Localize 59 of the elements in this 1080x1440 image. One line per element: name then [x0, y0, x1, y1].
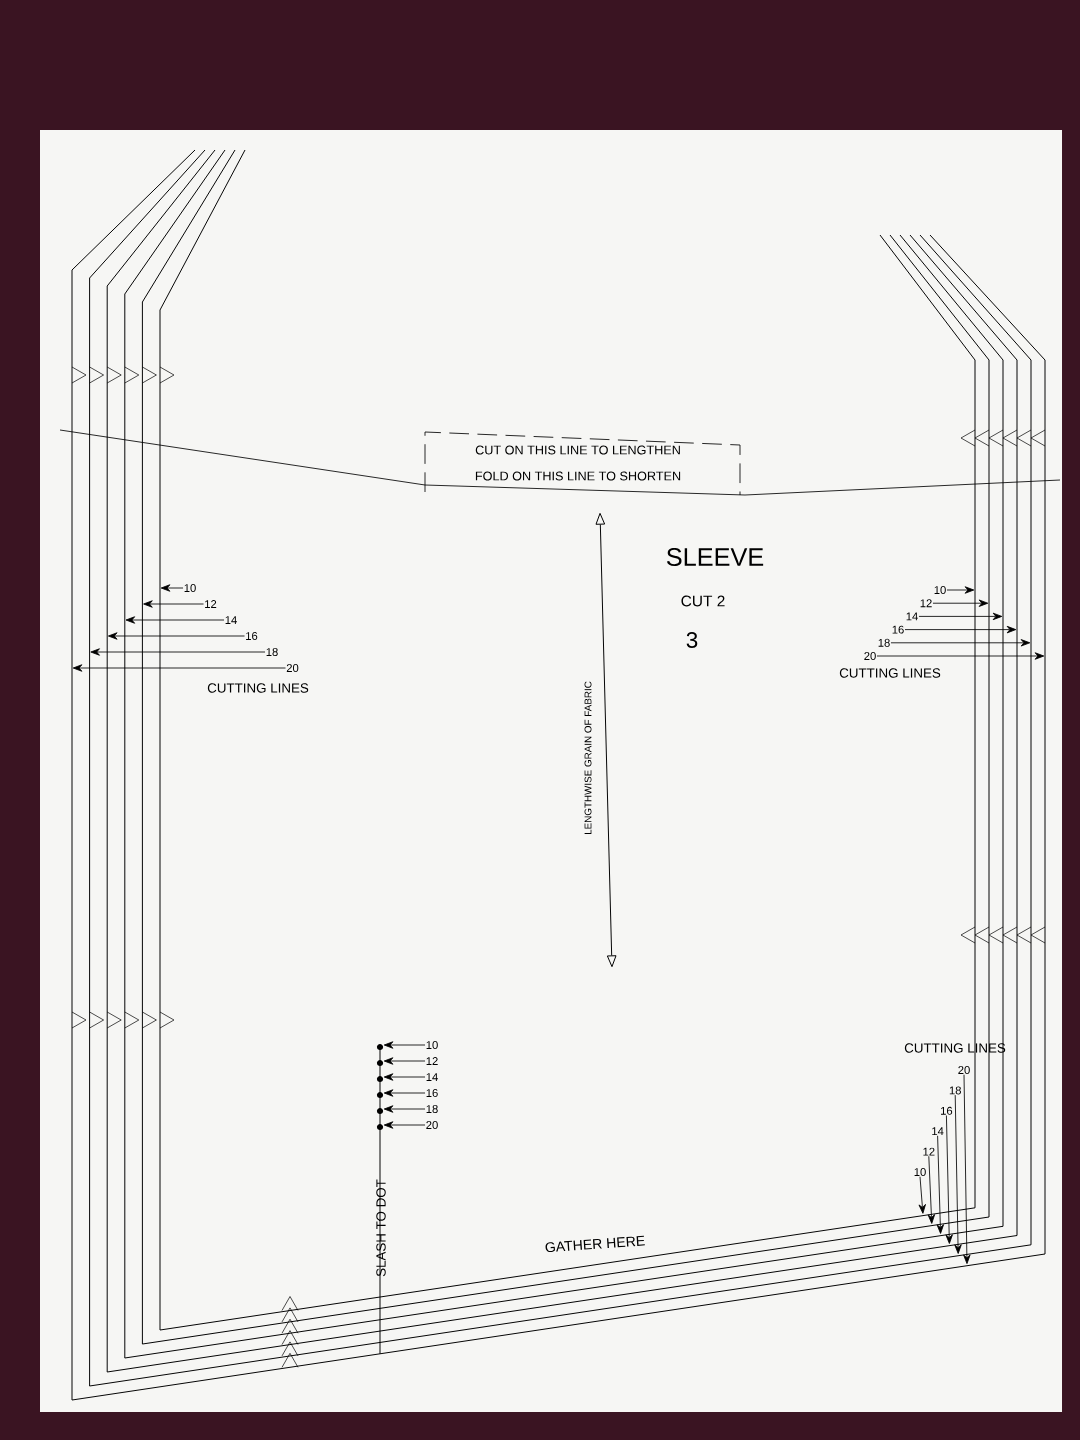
- size-number: 16: [941, 1106, 953, 1115]
- leader-arrow: [918, 612, 1003, 621]
- cutting-lines-label: CUTTING LINES: [904, 1043, 1006, 1053]
- cutting-lines-label: CUTTING LINES: [839, 668, 941, 678]
- instruction-text: CUT ON THIS LINE TO LENGTHEN: [475, 445, 680, 455]
- size-number: 10: [184, 584, 196, 592]
- leader-arrow: [90, 648, 266, 656]
- grainline-label: LENGTHWISE GRAIN OF FABRIC: [584, 681, 592, 834]
- leader-arrow: [72, 664, 286, 672]
- leader-arrow: [160, 584, 184, 592]
- cutting-lines-label: CUTTING LINES: [207, 683, 309, 693]
- size-number: 16: [892, 625, 904, 634]
- leader-arrow: [143, 600, 204, 608]
- leader-arrow: [927, 1155, 936, 1224]
- size-number: 20: [958, 1066, 970, 1074]
- leader-arrow: [963, 1074, 971, 1265]
- size-number: 10: [426, 1041, 438, 1049]
- leader-arrow: [876, 652, 1045, 660]
- leader-arrow: [932, 599, 989, 607]
- size-number: 18: [266, 648, 278, 656]
- leader-arrow: [125, 616, 225, 624]
- gather-label: GATHER HERE: [545, 1235, 645, 1253]
- size-number: 16: [246, 632, 258, 640]
- size-number: 14: [906, 612, 918, 621]
- size-number: 20: [426, 1121, 438, 1129]
- size-number: 10: [914, 1168, 926, 1176]
- leader-arrow: [936, 1135, 944, 1234]
- leader-arrow: [954, 1094, 962, 1254]
- leader-arrow: [945, 1115, 953, 1244]
- pattern-title: SLEEVE: [666, 548, 764, 566]
- size-number: 12: [205, 600, 217, 608]
- instruction-text: FOLD ON THIS LINE TO SHORTEN: [475, 471, 681, 481]
- cut-instruction: CUT 2: [681, 595, 725, 607]
- leader-arrow: [383, 1073, 426, 1081]
- leader-arrow: [383, 1105, 426, 1113]
- size-number: 12: [923, 1147, 935, 1156]
- slash-label: SLASH TO DOT: [376, 1179, 386, 1277]
- piece-number: 3: [686, 632, 698, 648]
- leader-arrow: [383, 1121, 426, 1129]
- size-number: 14: [225, 616, 237, 624]
- size-number: 12: [426, 1057, 438, 1065]
- leader-arrow: [383, 1057, 426, 1065]
- size-number: 20: [864, 652, 876, 660]
- leader-arrow: [904, 625, 1017, 634]
- leader-arrow: [108, 632, 245, 640]
- size-number: 18: [426, 1105, 438, 1113]
- leader-arrow: [383, 1089, 426, 1097]
- size-number: 18: [878, 638, 890, 647]
- size-number: 12: [920, 599, 932, 608]
- size-number: 20: [286, 664, 299, 672]
- size-number: 18: [949, 1086, 961, 1095]
- leader-arrow: [383, 1041, 426, 1049]
- size-number: 16: [426, 1089, 438, 1097]
- leader-arrow: [946, 586, 975, 594]
- size-number: 14: [932, 1127, 944, 1136]
- leader-arrow: [918, 1176, 926, 1214]
- size-number: 14: [426, 1073, 438, 1081]
- size-number: 10: [934, 586, 946, 594]
- leader-arrow: [890, 639, 1031, 647]
